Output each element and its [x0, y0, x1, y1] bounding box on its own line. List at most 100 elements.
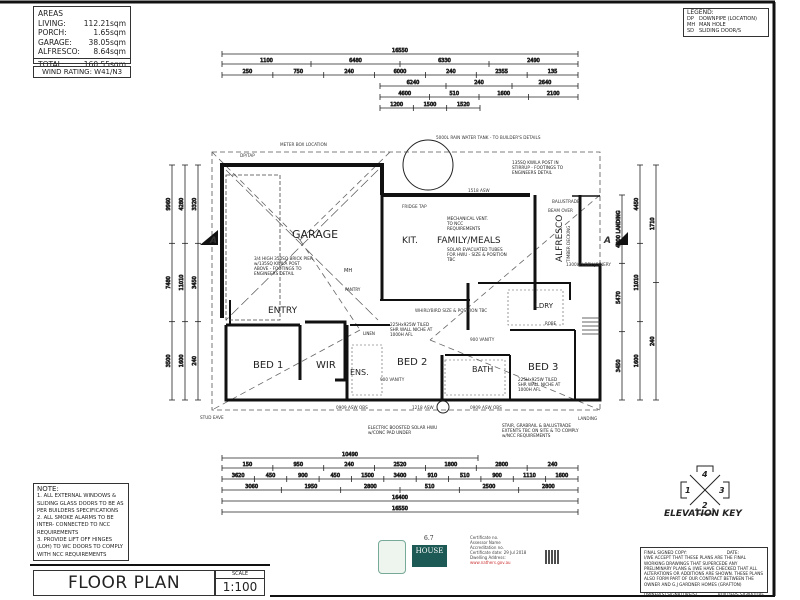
laundry-joinery-note: 1300W LDRY JOINERY	[566, 262, 611, 267]
elevation-1: 1	[685, 486, 691, 495]
dimension-label: 1950	[305, 484, 318, 490]
room-wir: WIR	[316, 360, 336, 371]
dimension-label: 240	[548, 462, 558, 468]
notes-box: NOTE: 1. ALL EXTERNAL WINDOWS & SLIDING …	[33, 483, 129, 561]
elevation-numbers: 1 2 3 4	[685, 470, 725, 510]
signoff-date-label: DATE:	[726, 550, 739, 555]
signoff-text: I/WE ACCEPT THAT THESE PLANS ARE THE FIN…	[644, 555, 763, 587]
dimension-label: 1600	[497, 91, 510, 97]
laundry-tiles	[507, 289, 564, 326]
dimension-label: 950	[294, 462, 304, 468]
dimension-label: 2500	[483, 484, 496, 490]
dimension-label: 5470	[616, 291, 622, 304]
legend-text: MAN HOLE	[699, 22, 726, 28]
dimension-label: 510	[460, 473, 470, 479]
cert-link: www.nathers.gov.au	[470, 560, 511, 565]
meter-box-note: METER BOX LOCATION	[280, 142, 327, 147]
dimension-label: 900	[492, 473, 502, 479]
legend-code: MH	[687, 22, 696, 28]
dimension-label: 4600	[398, 91, 411, 97]
room-bed-2: BED 2	[397, 357, 427, 368]
dimension-label: 4000 LANDING	[616, 210, 622, 247]
area-value: 112.21sqm	[83, 18, 126, 28]
certificate-details: Certificate no. Assessor Name Accreditat…	[470, 535, 526, 565]
dimension-label: 1600	[634, 354, 640, 367]
dimension-label: 1110	[523, 473, 536, 479]
landing-note: LANDING	[578, 416, 597, 421]
beam-over-note: BEAM OVER	[548, 208, 573, 213]
dimension-label: 16550	[392, 506, 408, 512]
dimension-label: 3320	[192, 198, 198, 211]
dimension-label: 135	[548, 69, 558, 75]
dimension-label: 4280	[179, 198, 185, 211]
dimension-label: 6480	[349, 58, 362, 64]
dimension-label: 240	[446, 69, 456, 75]
window-1218: 1218 ASW	[412, 405, 434, 410]
dimension-label: 150	[243, 462, 253, 468]
elevation-3: 3	[719, 486, 725, 495]
scale-value: 1:100	[222, 580, 258, 594]
area-value: 38.05sqm	[88, 37, 126, 47]
legend-code: DP	[687, 16, 694, 22]
elevation-2: 2	[702, 501, 708, 510]
room-linen: LINEN	[363, 331, 375, 336]
solar-tubes-note: SOLAR EVACUATED TUBES FOR HWU - SIZE & P…	[447, 247, 507, 262]
dimension-label: 6000	[394, 69, 407, 75]
dimension-label: 2490	[527, 58, 540, 64]
cert-line: Dwelling Address:	[470, 555, 506, 560]
legend-code: SD	[687, 28, 695, 34]
dimension-label: 2800	[542, 484, 555, 490]
dimension-label: 1520	[457, 102, 470, 108]
room-alfresco: ALFRESCO	[555, 215, 565, 262]
area-total-row: TOTAL: 160.55sqm	[34, 57, 130, 70]
legend-heading: LEGEND:	[687, 9, 714, 16]
annotations: METER BOX LOCATION DP/TAP 5000L RAIN WAT…	[200, 135, 611, 438]
dimension-label: 240	[192, 356, 198, 366]
area-label: GARAGE:	[38, 37, 72, 47]
note-item: 2. ALL SMOKE ALARMS TO BE INTER- CONNECT…	[37, 515, 114, 536]
manhole: MH	[344, 268, 352, 274]
qr-code-icon	[545, 550, 559, 564]
signoff-box: FINAL SIGNED COPY: DATE: I/WE ACCEPT THAT…	[640, 547, 768, 597]
signoff-heading: FINAL SIGNED COPY:	[644, 550, 687, 555]
dimension-label: 1500	[424, 102, 437, 108]
area-total-label: TOTAL:	[38, 59, 65, 69]
scale-box: SCALE 1:100	[215, 570, 265, 596]
dimension-label: 9960	[166, 198, 172, 211]
roofline	[211, 151, 601, 411]
section-marker-left	[200, 230, 218, 245]
section-marker-right	[615, 232, 628, 245]
area-total-value: 160.55sqm	[83, 59, 126, 69]
dimension-label: 3400	[394, 473, 407, 479]
timber-decking-note: TIMBER DECKING	[566, 226, 571, 263]
window-1518: 1518 ASW	[468, 188, 490, 193]
scale-label: SCALE	[216, 571, 264, 579]
area-label: LIVING:	[38, 18, 66, 28]
dimension-label: 450	[266, 473, 276, 479]
wind-rating: WIND RATING: W41/N3	[33, 66, 131, 78]
house-rating-logo: 6.7 HOUSE	[412, 535, 447, 567]
elevation-key-label: ELEVATION KEY	[664, 509, 742, 519]
dimension-label: 3500	[166, 354, 172, 367]
dimension-label: 6330	[438, 58, 451, 64]
fridge-tap-note: FRIDGE TAP	[402, 204, 427, 209]
hip-line	[429, 194, 601, 341]
area-value: 1.65sqm	[93, 28, 126, 37]
section-label-right: A	[603, 236, 611, 246]
section-label-left: A	[209, 236, 217, 246]
dimension-label: 1100	[260, 58, 273, 64]
dimension-label: 10490	[342, 452, 358, 458]
hip-line	[299, 239, 361, 331]
hip-line	[211, 329, 361, 411]
rain-water-tank	[402, 139, 454, 191]
owner-signature-field: OWNER(S) SIGNATURE(S)	[644, 592, 698, 598]
area-label: PORCH:	[38, 28, 67, 37]
area-row: PORCH: 1.65sqm	[38, 28, 126, 38]
notes-heading: NOTE:	[37, 485, 59, 493]
house-logo-text: HOUSE	[415, 547, 444, 555]
vanity-note: 900 VANITY	[470, 337, 495, 342]
cert-line: Certificate date: 29 Jul 2018	[470, 550, 527, 555]
